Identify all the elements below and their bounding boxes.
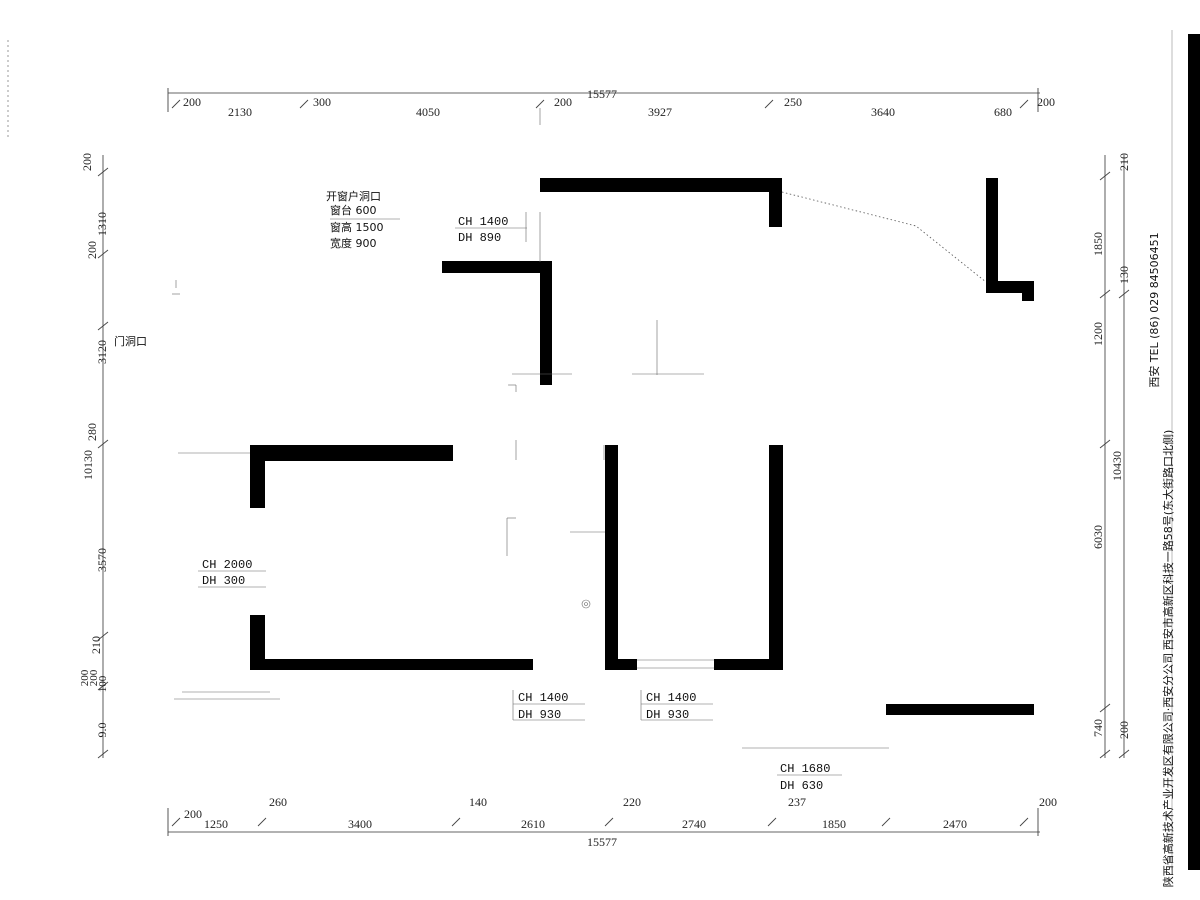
wall-segment xyxy=(714,659,783,670)
bottom-segment: 1250 xyxy=(204,817,228,831)
left-dim: 200 xyxy=(88,669,100,686)
wall-segment xyxy=(1022,281,1034,301)
right-dim: 210 xyxy=(1117,153,1131,171)
left-dim: 10130 xyxy=(81,450,95,480)
wall-segment xyxy=(250,445,453,461)
wall-segment xyxy=(540,178,782,192)
window-note-sill: 窗台 600 xyxy=(330,203,377,217)
opening-ch-label: CH 2000 xyxy=(202,558,252,572)
bottom-offset: 220 xyxy=(623,795,641,809)
opening-labels: CH 1400 DH 890 CH 2000 DH 300 CH 1400 DH… xyxy=(198,212,842,793)
left-dim: 200 xyxy=(80,153,94,171)
title-strip: 西安 TEL (86) 029 84506451 西安市高新区科技一路58号(东… xyxy=(1147,30,1200,887)
top-offset: 200 xyxy=(554,95,572,109)
right-dim: 1850 xyxy=(1091,232,1105,256)
top-segment: 2130 xyxy=(228,105,252,119)
walls xyxy=(250,178,1034,715)
top-segment: 3927 xyxy=(648,105,672,119)
wall-segment xyxy=(605,659,637,670)
window-note-width: 宽度 900 xyxy=(330,236,377,250)
top-offset: 300 xyxy=(313,95,331,109)
top-offset: 250 xyxy=(784,95,802,109)
opening-ch-label: CH 1400 xyxy=(518,691,568,705)
left-dim: 280 xyxy=(85,423,99,441)
bottom-segment: 2610 xyxy=(521,817,545,831)
top-dimension-chain: 15577 200 2130 300 4050 200 3927 250 364… xyxy=(167,87,1055,125)
wall-segment xyxy=(540,261,552,385)
opening-dh-label: DH 630 xyxy=(780,779,823,793)
right-dim: 6030 xyxy=(1091,525,1105,549)
wall-segment xyxy=(442,261,552,273)
window-opening-note: 开窗户洞口 窗台 600 窗高 1500 宽度 900 门洞口 xyxy=(114,189,400,348)
company-address: 西安市高新区科技一路58号(东大街路口北侧) xyxy=(1161,430,1175,651)
bottom-segment: 1850 xyxy=(822,817,846,831)
top-total: 15577 xyxy=(587,87,617,101)
wall-segment xyxy=(769,445,783,670)
bottom-segment: 3400 xyxy=(348,817,372,831)
wall-segment xyxy=(250,445,265,508)
opening-dh-label: DH 890 xyxy=(458,231,501,245)
company-name: 陕西省高新技术产业开发区有限公司·西安分公司 xyxy=(1161,653,1175,888)
bottom-dimension-chain: 15577 200 1250 260 3400 140 2610 220 274… xyxy=(167,795,1057,849)
opening-dh-label: DH 930 xyxy=(646,708,689,722)
bottom-offset: 200 xyxy=(184,807,202,821)
wall-segment xyxy=(250,615,265,670)
right-dim: 10430 xyxy=(1110,451,1124,481)
left-dim: 3570 xyxy=(95,548,109,572)
right-dim: 1200 xyxy=(1091,322,1105,346)
bottom-offset: 237 xyxy=(788,795,806,809)
wall-segment xyxy=(986,178,998,293)
company-tel: 西安 TEL (86) 029 84506451 xyxy=(1147,232,1161,387)
window-note-height: 窗高 1500 xyxy=(330,220,384,234)
fixtures xyxy=(172,191,987,749)
wall-segment xyxy=(540,178,552,192)
left-dim: 3120 xyxy=(95,340,109,364)
left-dim: 1310 xyxy=(95,212,109,236)
bottom-offset: 140 xyxy=(469,795,487,809)
left-dim: 200 xyxy=(85,241,99,259)
left-dim: 9.0 xyxy=(95,723,109,738)
left-dim: 200 xyxy=(79,669,91,686)
left-dimension-chain: 200 1310 200 3120 280 10130 3570 210 200… xyxy=(79,153,109,759)
bottom-offset: 260 xyxy=(269,795,287,809)
bottom-offset: 200 xyxy=(1039,795,1057,809)
wall-segment xyxy=(769,178,782,227)
wall-segment xyxy=(886,704,1034,715)
door-label: 门洞口 xyxy=(114,334,147,348)
top-segment: 680 xyxy=(994,105,1012,119)
right-dim: 740 xyxy=(1091,719,1105,737)
opening-dh-label: DH 930 xyxy=(518,708,561,722)
right-dimension-chain: 210 1850 130 1200 10430 6030 740 200 xyxy=(1091,153,1131,759)
opening-dh-label: DH 300 xyxy=(202,574,245,588)
left-dim: 210 xyxy=(89,636,103,654)
top-segment: 3640 xyxy=(871,105,895,119)
top-offset: 200 xyxy=(1037,95,1055,109)
bottom-segment: 2470 xyxy=(943,817,967,831)
top-offset: 200 xyxy=(183,95,201,109)
wall-segment xyxy=(250,659,533,670)
right-dim: 130 xyxy=(1117,266,1131,284)
top-segment: 4050 xyxy=(416,105,440,119)
opening-ch-label: CH 1400 xyxy=(458,215,508,229)
opening-ch-label: CH 1680 xyxy=(780,762,830,776)
window-note-title: 开窗户洞口 xyxy=(326,189,381,203)
wall-segment xyxy=(605,445,618,670)
right-dim: 200 xyxy=(1117,721,1131,739)
opening-ch-label: CH 1400 xyxy=(646,691,696,705)
left-dim: 100 xyxy=(97,675,109,692)
bottom-segment: 2740 xyxy=(682,817,706,831)
bottom-total: 15577 xyxy=(587,835,617,849)
